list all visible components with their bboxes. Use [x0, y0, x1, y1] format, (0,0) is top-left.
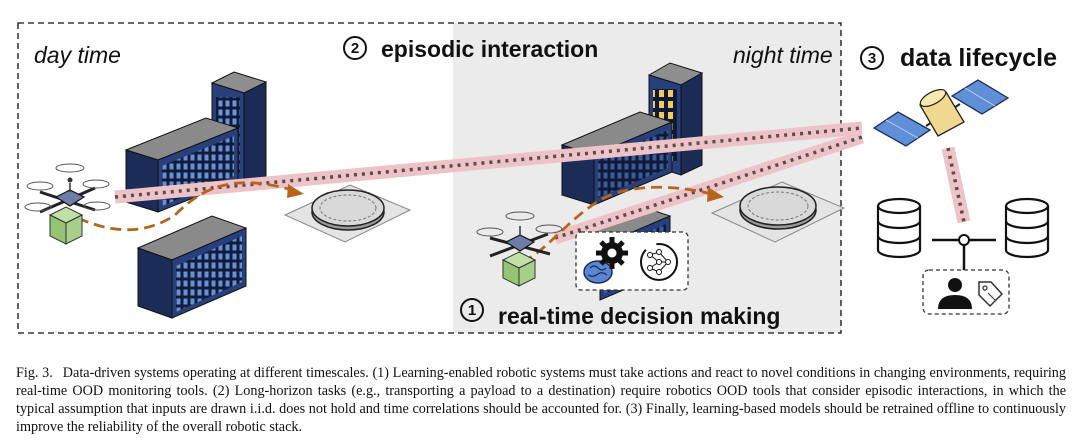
figure-number: Fig. 3. [16, 365, 53, 381]
real-time-label: real-time decision making [498, 303, 781, 329]
day-time-label: day time [34, 42, 121, 68]
step-3-badge: 3 [860, 46, 884, 70]
neural-network-icon [640, 243, 678, 281]
episodic-interaction-label: episodic interaction [381, 36, 599, 62]
data-lifecycle-label: data lifecycle [900, 44, 1058, 72]
database-connector [932, 234, 996, 270]
trajectory-arrowhead [707, 187, 724, 202]
figure-canvas [17, 22, 1050, 334]
episodic-border [17, 22, 842, 334]
step-2-badge: 2 [343, 36, 367, 60]
drone-icon [476, 211, 563, 287]
trajectory [77, 181, 713, 264]
figure: day time night time 2 episodic interacti… [17, 22, 1058, 334]
database-icon [1004, 197, 1050, 259]
trajectory-arrowhead [287, 184, 304, 198]
database-icon [876, 197, 922, 259]
caption-text: Data-driven systems operating at differe… [16, 365, 1066, 435]
ai-panel [575, 231, 689, 291]
brain-icon [583, 260, 613, 284]
step-1-badge: 1 [460, 298, 484, 322]
annotation-box [922, 269, 1010, 315]
landing-pad-icon [283, 184, 412, 243]
gear-icon [596, 237, 628, 269]
landing-pad-icon [710, 181, 846, 243]
person-icon [938, 278, 972, 309]
figure-caption: Fig. 3.Data-driven systems operating at … [16, 364, 1066, 436]
tag-icon [978, 281, 1004, 308]
satellite-icon [872, 79, 1010, 147]
drone-icon [24, 163, 111, 245]
building-icon [136, 215, 248, 319]
night-time-label: night time [733, 42, 833, 68]
